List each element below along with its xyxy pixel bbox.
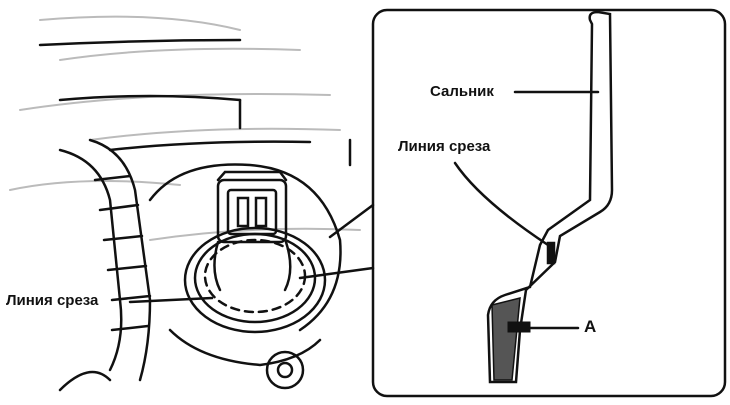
seal-rings (183, 226, 327, 334)
background-lines (38, 38, 352, 167)
cut-line-leader (128, 296, 214, 304)
sensor-connector (213, 170, 292, 292)
hose (58, 138, 152, 392)
point-a-label: A (582, 317, 599, 336)
cut-line-main-label: Линия среза (4, 292, 101, 310)
detail-inset (298, 8, 727, 398)
cut-line-detail-label: Линия среза (396, 138, 493, 156)
seal-label: Сальник (428, 83, 496, 101)
housing (148, 163, 342, 390)
